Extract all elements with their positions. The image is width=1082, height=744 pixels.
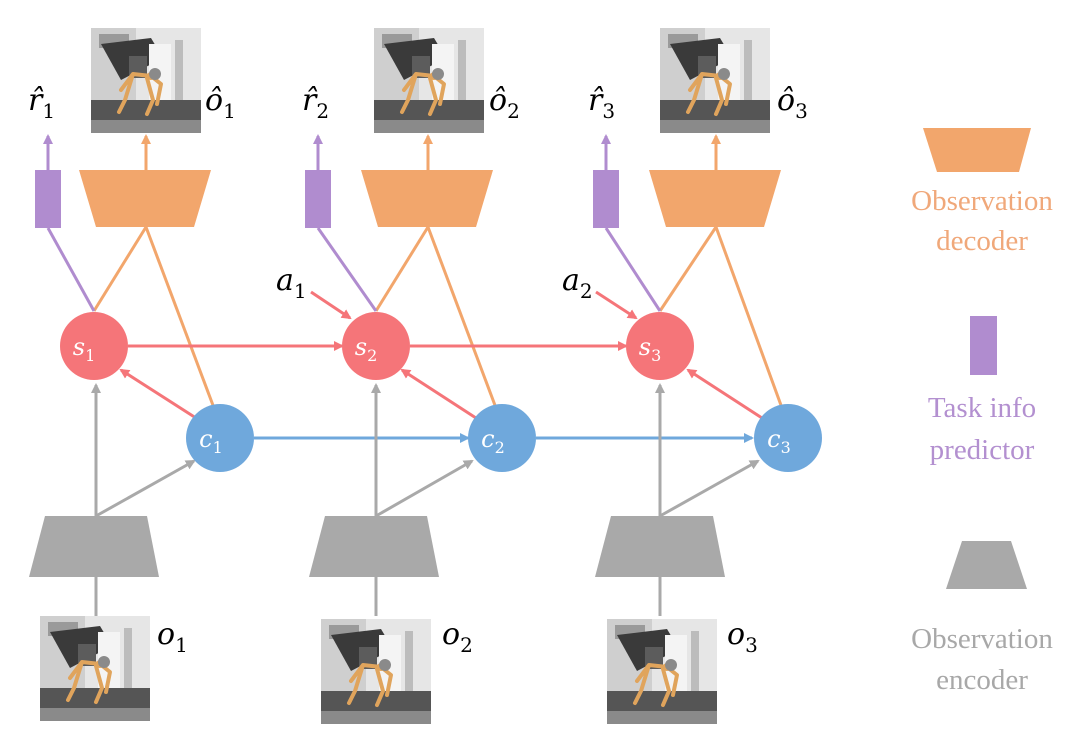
- task-info-predictor-block: [593, 170, 619, 228]
- legend-predictor-icon: [970, 316, 997, 375]
- context-to-state-arrow: [686, 368, 763, 420]
- state-to-predictor-line: [46, 227, 96, 312]
- reward-prediction-label: r̂1: [28, 83, 55, 123]
- action-input-arrow: [595, 290, 638, 320]
- observation-decoder-block: [361, 170, 493, 227]
- action-input-arrow: [310, 290, 352, 320]
- legend-decoder-label-line2: decoder: [936, 225, 1028, 257]
- legend: Observation decoder Task info predictor …: [911, 128, 1053, 696]
- state-to-decoder-line: [658, 226, 718, 312]
- reconstructed-observation-image: [372, 26, 486, 135]
- reconstruction-label: ô1: [205, 83, 236, 123]
- context-label: c3: [767, 425, 791, 457]
- state-to-decoder-line: [92, 226, 148, 312]
- timestep-2: s2 c2 o2 ô2 r̂2 a1: [276, 26, 754, 726]
- context-label: c2: [481, 425, 505, 457]
- state-node: [342, 312, 410, 380]
- action-label: a1: [276, 263, 307, 303]
- observation-label: o3: [727, 617, 758, 657]
- legend-predictor-label-line1: Task info: [928, 392, 1036, 424]
- context-node: [186, 404, 254, 472]
- state-node: [60, 312, 128, 380]
- observation-label: o2: [442, 617, 473, 657]
- legend-encoder-label-line1: Observation: [911, 623, 1053, 655]
- observation-encoder-block: [29, 516, 159, 577]
- task-info-predictor-block: [35, 170, 61, 228]
- context-to-decoder-line: [714, 226, 784, 409]
- context-label: c1: [199, 425, 223, 457]
- context-node: [468, 404, 536, 472]
- reward-prediction-label: r̂3: [588, 83, 615, 123]
- state-label: s1: [73, 333, 96, 365]
- timestep-1: s1 c1 o1 ô1 r̂1: [28, 26, 470, 723]
- encoder-to-context-arrow: [95, 459, 196, 518]
- observation-image: [319, 617, 433, 726]
- state-to-predictor-line: [604, 227, 662, 312]
- encoder-to-context-arrow: [659, 459, 760, 518]
- observation-image: [38, 614, 152, 723]
- state-label: s3: [639, 333, 662, 365]
- reconstructed-observation-image: [658, 26, 772, 135]
- reconstruction-label: ô3: [777, 83, 808, 123]
- state-label: s2: [355, 333, 378, 365]
- observation-decoder-block: [79, 170, 211, 227]
- legend-encoder-label-line2: encoder: [936, 664, 1028, 696]
- reconstruction-label: ô2: [489, 83, 520, 123]
- legend-decoder-label-line1: Observation: [911, 185, 1053, 217]
- legend-predictor-label-line2: predictor: [930, 434, 1035, 466]
- action-label: a2: [562, 263, 593, 303]
- task-info-predictor-block: [305, 170, 331, 228]
- state-to-predictor-line: [316, 227, 378, 312]
- observation-encoder-block: [595, 516, 725, 577]
- observation-encoder-block: [309, 516, 439, 577]
- reward-prediction-label: r̂2: [302, 83, 329, 123]
- legend-decoder-icon: [923, 128, 1031, 172]
- legend-encoder-icon: [946, 541, 1027, 589]
- context-node: [754, 404, 822, 472]
- context-to-state-arrow: [400, 368, 477, 420]
- observation-image: [605, 617, 719, 726]
- observation-label: o1: [157, 617, 188, 657]
- observation-decoder-block: [649, 170, 781, 227]
- reconstructed-observation-image: [89, 26, 203, 135]
- context-to-state-arrow: [119, 368, 197, 420]
- timestep-3: s3 c3 o3 ô3 r̂3 a2: [562, 26, 822, 726]
- context-to-decoder-line: [426, 226, 498, 409]
- state-to-decoder-line: [374, 226, 430, 312]
- encoder-to-context-arrow: [375, 459, 474, 518]
- state-node: [626, 312, 694, 380]
- context-to-decoder-line: [144, 226, 216, 409]
